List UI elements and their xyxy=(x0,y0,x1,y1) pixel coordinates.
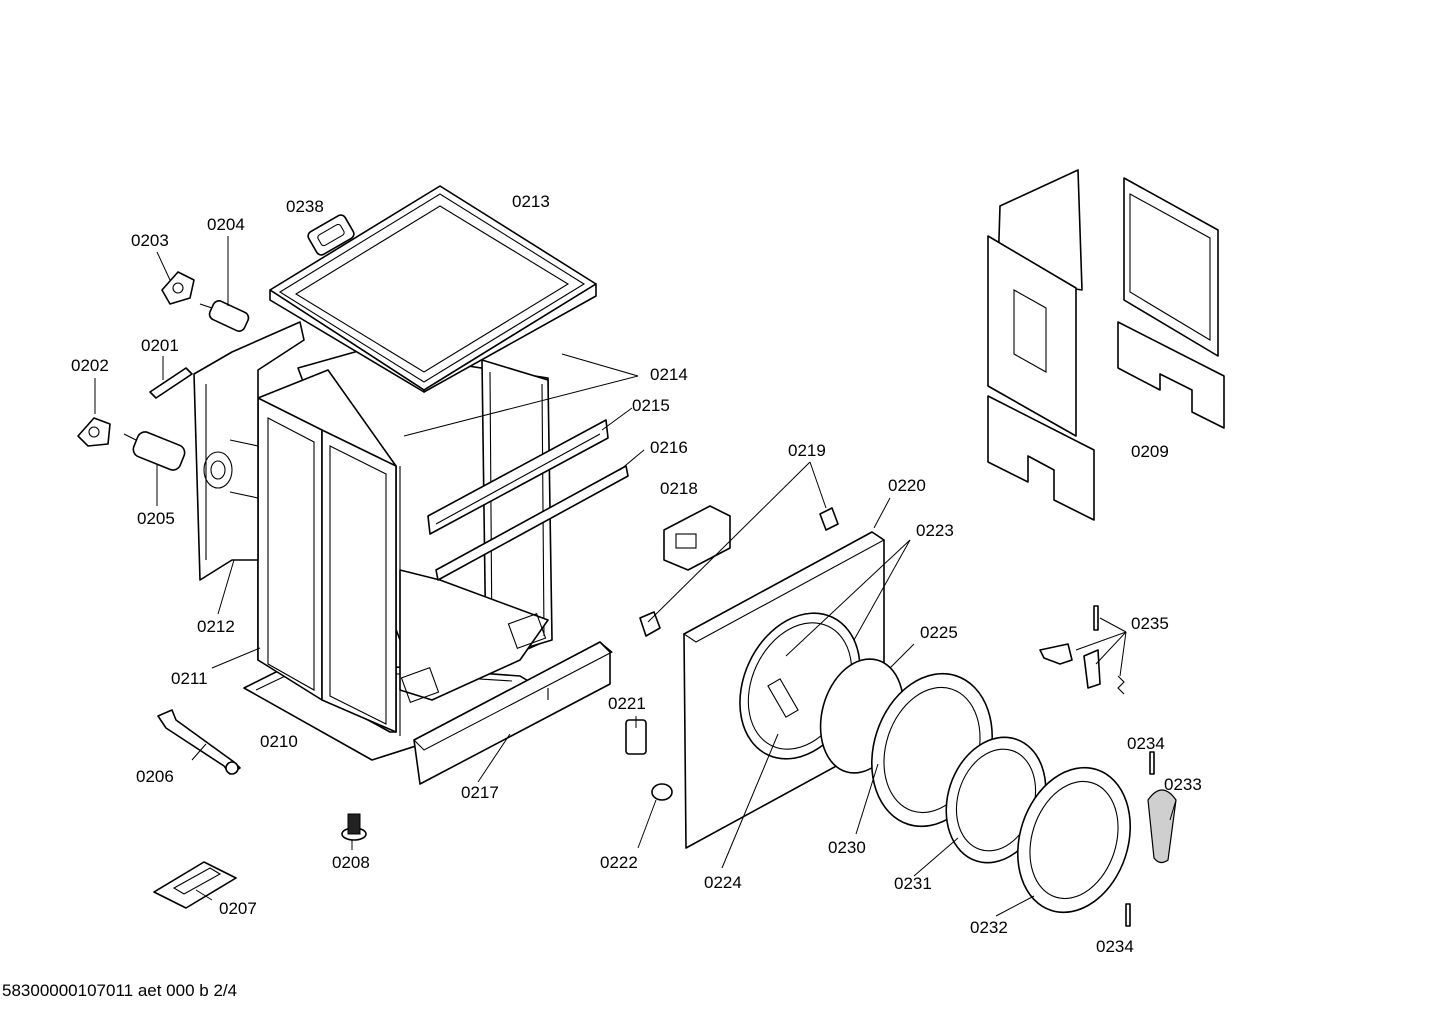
handle-0238 xyxy=(307,214,355,256)
part-labels: 0201 0202 0203 0204 0205 0206 0207 0208 … xyxy=(71,192,1202,956)
part-label-0230: 0230 xyxy=(828,838,866,857)
part-label-0205: 0205 xyxy=(137,509,175,528)
door-frame-0232 xyxy=(1016,766,1132,914)
part-label-0209: 0209 xyxy=(1131,442,1169,461)
part-label-0201: 0201 xyxy=(141,336,179,355)
part-label-0238: 0238 xyxy=(286,197,324,216)
plinth-panel-0217 xyxy=(413,641,613,785)
leader-lines xyxy=(94,236,1177,917)
part-label-0206: 0206 xyxy=(136,767,174,786)
part-label-0224: 0224 xyxy=(704,873,742,892)
side-panel-0212 xyxy=(193,321,305,581)
part-label-0231: 0231 xyxy=(894,874,932,893)
cap-0222 xyxy=(651,783,673,801)
part-label-0218: 0218 xyxy=(660,479,698,498)
part-label-0217: 0217 xyxy=(461,783,499,802)
part-label-0221: 0221 xyxy=(608,694,646,713)
document-code: 58300000107011 aet 000 b 2/4 xyxy=(2,981,238,1000)
part-label-0207: 0207 xyxy=(219,899,257,918)
part-label-0202: 0202 xyxy=(71,356,109,375)
motor-filter-0205 xyxy=(123,431,186,471)
part-label-0235: 0235 xyxy=(1131,614,1169,633)
rail-0216 xyxy=(435,465,629,581)
cabinet-frame-0211 xyxy=(243,349,561,761)
pin-0234 xyxy=(1125,751,1155,927)
door-lock-0218 xyxy=(663,505,731,571)
part-label-0233: 0233 xyxy=(1164,775,1202,794)
hinge-parts-0235 xyxy=(1039,605,1125,695)
foot-bolt-0208 xyxy=(341,813,367,841)
part-label-0222: 0222 xyxy=(600,853,638,872)
part-label-0211: 0211 xyxy=(171,669,208,688)
part-label-0232: 0232 xyxy=(970,918,1008,937)
wrench-0206 xyxy=(157,709,241,775)
part-label-0219: 0219 xyxy=(788,441,826,460)
part-label-0234-lower: 0234 xyxy=(1096,937,1134,956)
clip-0202 xyxy=(77,417,111,447)
bracket-0201 xyxy=(149,367,193,399)
part-label-0203: 0203 xyxy=(131,231,169,250)
hinge-clip-0219 xyxy=(639,507,839,637)
part-label-0214: 0214 xyxy=(650,365,688,384)
plate-0207 xyxy=(153,861,237,909)
part-label-0234-upper: 0234 xyxy=(1127,734,1165,753)
part-label-0213: 0213 xyxy=(512,192,550,211)
part-label-0212: 0212 xyxy=(197,617,235,636)
part-label-0208: 0208 xyxy=(332,853,370,872)
top-cover-0213 xyxy=(269,185,597,393)
part-label-0215: 0215 xyxy=(632,396,670,415)
handle-insert-0233 xyxy=(1147,789,1177,864)
pump-0204 xyxy=(199,300,250,332)
part-label-0204: 0204 xyxy=(207,215,245,234)
part-label-0210: 0210 xyxy=(260,732,298,751)
part-label-0216: 0216 xyxy=(650,438,688,457)
clip-0203 xyxy=(161,271,195,305)
part-label-0223: 0223 xyxy=(916,521,954,540)
rail-0215 xyxy=(427,419,609,535)
insulation-panels-0209 xyxy=(987,169,1225,521)
part-label-0225: 0225 xyxy=(920,623,958,642)
part-label-0220: 0220 xyxy=(888,476,926,495)
